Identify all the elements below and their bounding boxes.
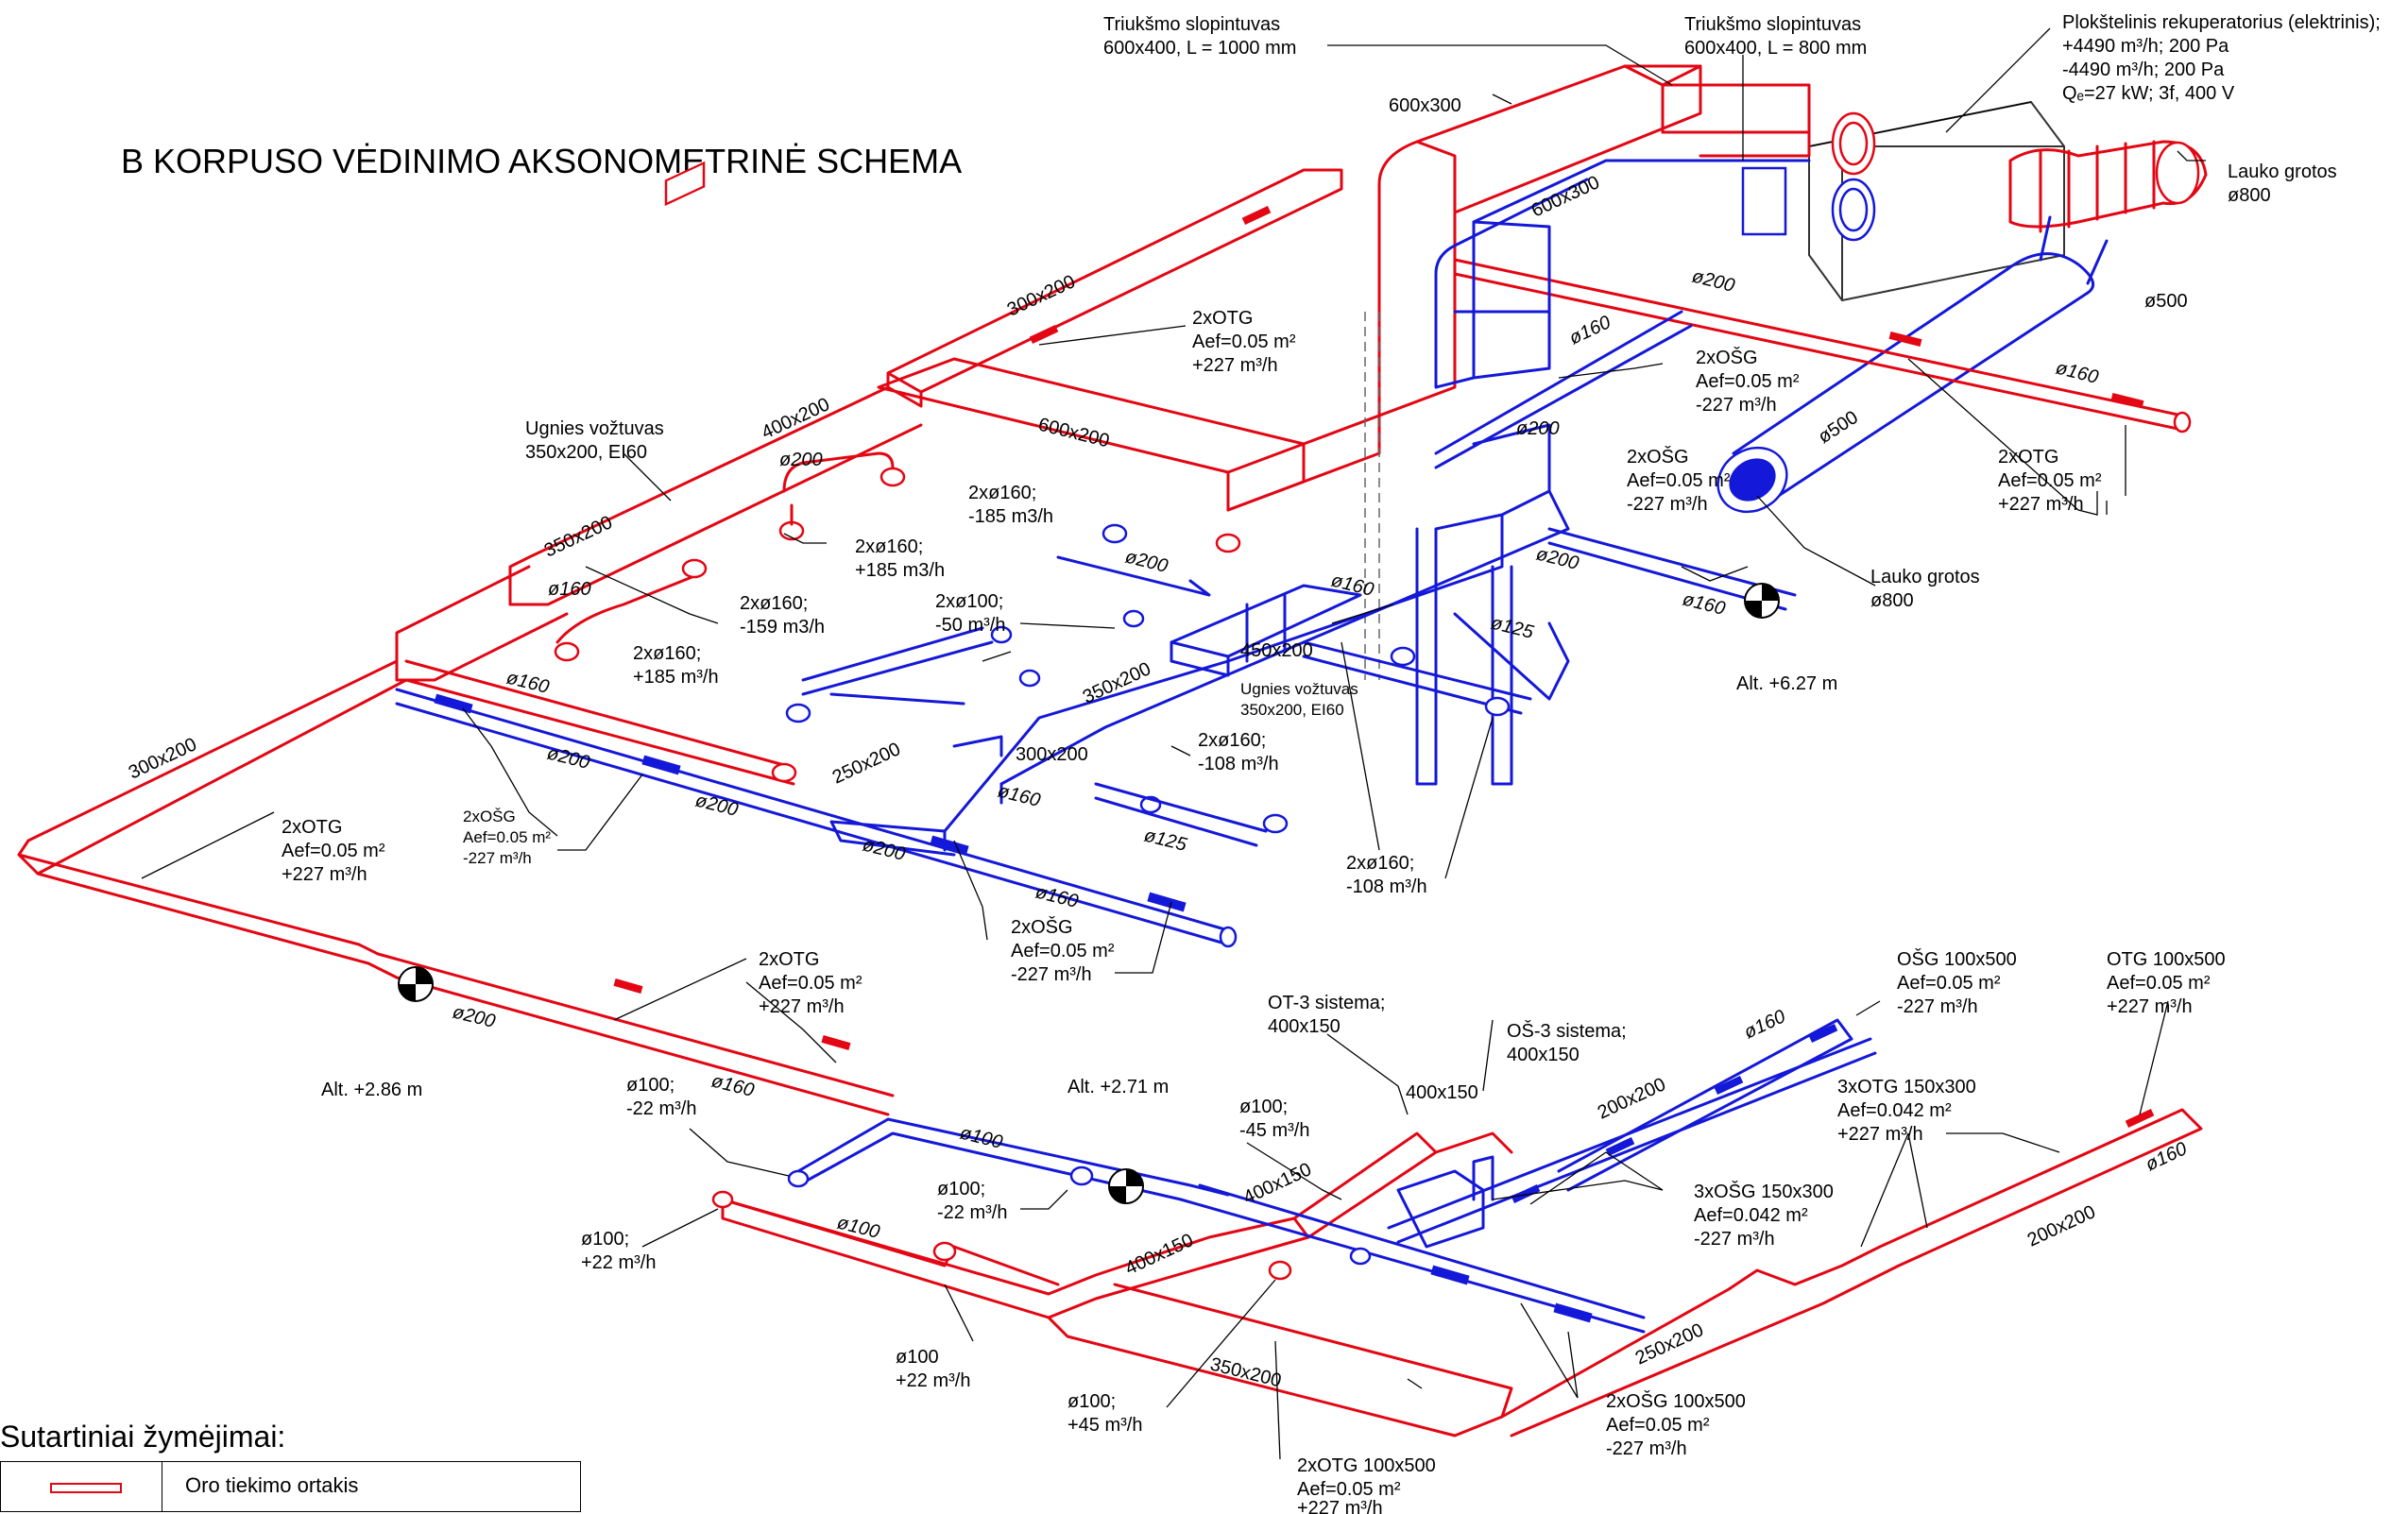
callout-d100-p45: ø100;+45 m³/h xyxy=(1067,1391,1142,1436)
altitude-labels: Alt. +6.27 m Alt. +2.86 m Alt. +2.71 m xyxy=(321,673,1837,1100)
size-label: 300x200 xyxy=(1004,271,1079,320)
callout-os3: OŠ-3 sistema;400x150 xyxy=(1507,1020,1627,1065)
size-label: 250x200 xyxy=(829,739,904,788)
callout-d100-p22a: ø100;+22 m³/h xyxy=(581,1229,656,1273)
duct-d500-outdoor xyxy=(1716,215,2109,514)
callout-d100-p22b: ø100+22 m³/h xyxy=(896,1347,970,1391)
callout-d160-m185: 2xø160;-185 m3/h xyxy=(968,483,1053,527)
callout-d100-m22b: ø100;-22 m³/h xyxy=(937,1179,1007,1223)
exhaust-duct-network xyxy=(395,159,1877,1334)
recuperator-unit xyxy=(1808,100,2065,302)
size-label: ø160 xyxy=(1566,312,1614,349)
size-label: ø200 xyxy=(1516,418,1560,439)
size-label: 400x150 xyxy=(1406,1082,1478,1103)
size-label: 300x200 xyxy=(1016,744,1088,765)
callout-d100-m50: 2xø100;-50 m³/h xyxy=(935,591,1005,636)
diagram-title: B KORPUSO VĖDINIMO AKSONOMETRINĖ SCHEMA xyxy=(121,142,962,180)
size-label: 600x300 xyxy=(1389,95,1461,116)
callout-d160-m108a: 2xø160;-108 m³/h xyxy=(1198,730,1279,774)
legend-swatch-cell xyxy=(1,1462,162,1511)
size-label: ø125 xyxy=(1142,825,1189,857)
callout-d100-m22a: ø100;-22 m³/h xyxy=(626,1075,696,1119)
supply-duct-swatch xyxy=(50,1483,122,1493)
size-label: 350x200 xyxy=(541,512,616,561)
callout-d160-m159: 2xø160;-159 m3/h xyxy=(740,593,825,638)
size-label: 350x200 xyxy=(1080,658,1154,707)
size-label: ø160 xyxy=(2054,358,2101,388)
size-label: ø200 xyxy=(545,743,592,774)
size-label: ø160 xyxy=(996,781,1043,811)
size-label: ø200 xyxy=(779,450,823,470)
altitude-label: Alt. +6.27 m xyxy=(1736,673,1837,694)
size-label: 200x200 xyxy=(2024,1201,2099,1250)
size-label: ø500 xyxy=(1815,407,1862,448)
legend-table: Oro tiekimo ortakis xyxy=(0,1461,581,1512)
callout-d100-m45: ø100;-45 m³/h xyxy=(1239,1097,1309,1141)
size-label: ø160 xyxy=(1329,570,1376,601)
size-label: ø200 xyxy=(1123,547,1170,577)
size-label: ø200 xyxy=(1690,266,1737,297)
size-label: 250x200 xyxy=(1632,1319,1707,1369)
size-label: 400x150 xyxy=(1240,1159,1315,1208)
size-label: ø100 xyxy=(835,1213,882,1243)
size-label: ø200 xyxy=(1534,544,1581,574)
size-label: 600x200 xyxy=(1036,415,1112,452)
size-label: ø160 xyxy=(504,668,552,698)
outdoor-grille-top xyxy=(2008,140,2208,233)
size-label: ø160 xyxy=(1681,589,1728,620)
callout-d160-185a: 2xø160;+185 m3/h xyxy=(855,536,945,581)
size-label: 450x200 xyxy=(1240,640,1313,661)
size-label: 350x200 xyxy=(1208,1354,1284,1392)
callout-d160-185b: 2xø160;+185 m³/h xyxy=(633,643,719,688)
legend-heading: Sutartiniai žymėjimai: xyxy=(0,1420,286,1454)
size-label: ø200 xyxy=(861,835,908,865)
callout-d160-m108b: 2xø160;-108 m³/h xyxy=(1346,853,1427,897)
supply-duct-network xyxy=(17,64,2203,1437)
size-label: ø200 xyxy=(693,791,741,821)
altitude-label: Alt. +2.71 m xyxy=(1067,1077,1169,1097)
size-label: ø160 xyxy=(548,579,591,600)
altitude-label: Alt. +2.86 m xyxy=(321,1080,422,1100)
size-label: ø500 xyxy=(2144,291,2188,312)
callout-ot3: OT-3 sistema;400x150 xyxy=(1268,993,1385,1037)
size-label: ø200 xyxy=(451,1002,498,1032)
leader-lines xyxy=(141,27,2206,1460)
callout-recuperator: Plokštelinis rekuperatorius (elektrinis)… xyxy=(2062,12,2381,104)
legend-item-label: Oro tiekimo ortakis xyxy=(185,1473,359,1497)
size-label: ø160 xyxy=(1741,1006,1789,1043)
